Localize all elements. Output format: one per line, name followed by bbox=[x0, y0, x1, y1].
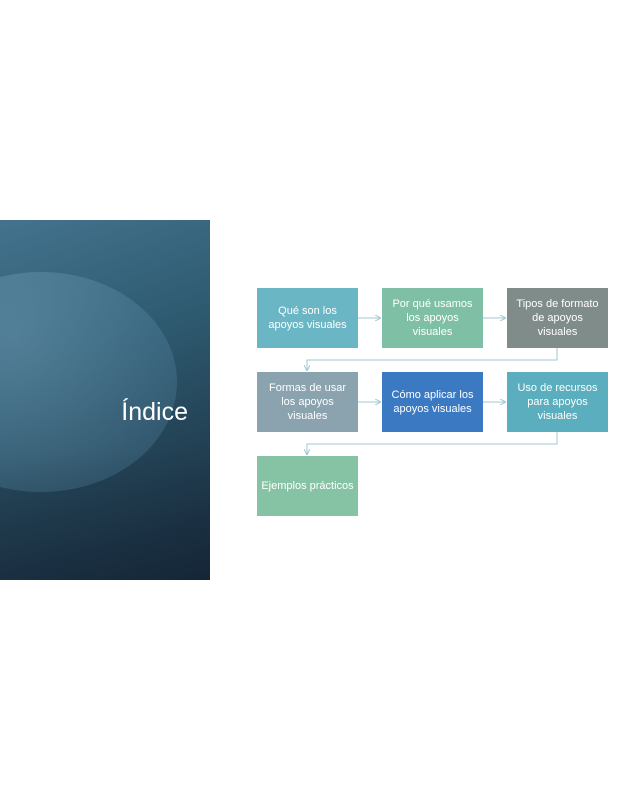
flow-step-como-aplicar: Cómo aplicar los apoyos visuales bbox=[382, 372, 483, 432]
decorative-band bbox=[0, 448, 210, 580]
flow-step-label: Cómo aplicar los apoyos visuales bbox=[391, 389, 474, 415]
flow-step-uso-recursos: Uso de recursos para apoyos visuales bbox=[507, 372, 608, 432]
title-panel: Índice bbox=[0, 220, 210, 580]
flow-step-label: Ejemplos prácticos bbox=[261, 480, 354, 492]
flow-step-label: Uso de recursos para apoyos visuales bbox=[517, 382, 598, 422]
flow-step-formas: Formas de usar los apoyos visuales bbox=[257, 372, 358, 432]
slide-title: Índice bbox=[121, 398, 188, 426]
connector-3-4 bbox=[307, 348, 558, 370]
flow-step-que-son: Qué son los apoyos visuales bbox=[257, 288, 358, 348]
flow-step-label: Por qué usamos los apoyos visuales bbox=[392, 298, 473, 338]
flow-step-label: Qué son los apoyos visuales bbox=[268, 305, 347, 331]
flow-step-label: Formas de usar los apoyos visuales bbox=[268, 382, 347, 422]
flow-step-label: Tipos de formato de apoyos visuales bbox=[516, 298, 599, 338]
flow-step-por-que: Por qué usamos los apoyos visuales bbox=[382, 288, 483, 348]
connector-6-7 bbox=[307, 432, 558, 454]
slide: Índice Qué son los apoyos visuales Por q… bbox=[0, 220, 640, 580]
flow-connectors bbox=[0, 220, 558, 580]
flow-step-ejemplos: Ejemplos prácticos bbox=[257, 456, 358, 516]
flow-step-tipos: Tipos de formato de apoyos visuales bbox=[507, 288, 608, 348]
